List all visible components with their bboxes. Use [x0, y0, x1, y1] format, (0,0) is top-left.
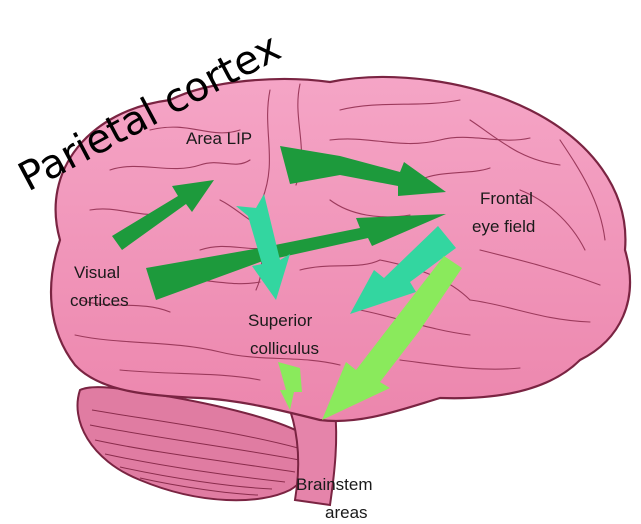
label-visual-cortices-line1: Visual	[74, 263, 120, 282]
label-brainstem-areas-line2: areas	[325, 503, 368, 522]
label-superior-colliculus-line2: colliculus	[250, 339, 319, 358]
label-visual-cortices-line2: cortices	[70, 291, 129, 310]
label-superior-colliculus-line1: Superior	[248, 311, 313, 330]
label-frontal-eye-field-line2: eye field	[472, 217, 535, 236]
label-brainstem-areas-line1: Brainstem	[296, 475, 373, 494]
label-frontal-eye-field-line1: Frontal	[480, 189, 533, 208]
label-area-lip: Area LIP	[186, 129, 252, 148]
